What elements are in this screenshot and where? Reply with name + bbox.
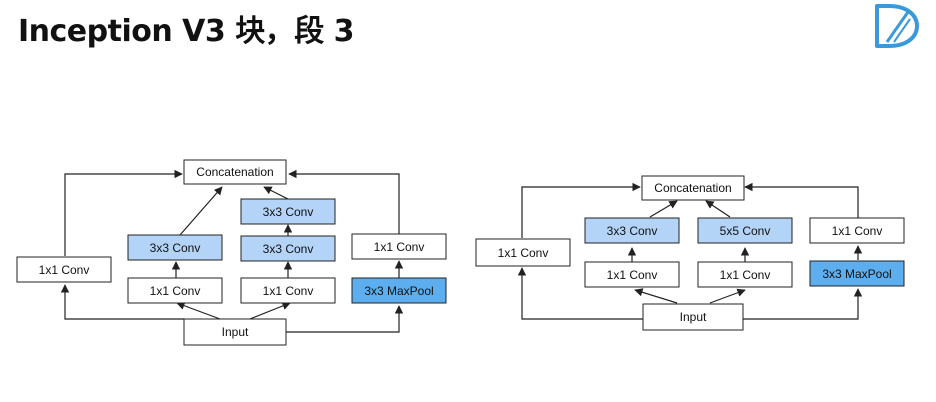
node-label: Concatenation (654, 181, 731, 195)
conv3x3-node: 3x3 Conv (584, 217, 680, 244)
conv3x3-node: 3x3 Conv (240, 198, 336, 225)
conv3x3-node: 3x3 Conv (240, 235, 336, 262)
node-label: 5x5 Conv (720, 224, 771, 238)
node-label: 3x3 Conv (150, 241, 201, 255)
node-label: 3x3 Conv (263, 205, 314, 219)
node-label: 3x3 Conv (607, 224, 658, 238)
left-edges (60, 169, 404, 333)
right-nodes: Concatenation 1x1 Conv 3x3 Conv 1x1 Conv… (475, 175, 905, 331)
edge (709, 288, 746, 304)
node-label: 3x3 MaxPool (364, 284, 433, 298)
node-label: 1x1 Conv (263, 284, 314, 298)
node-label: 1x1 Conv (498, 246, 549, 260)
conv1x1-node: 1x1 Conv (809, 217, 905, 244)
conv1x1-node: 1x1 Conv (127, 277, 223, 304)
edge (64, 169, 183, 256)
edge (286, 305, 404, 333)
node-label: 1x1 Conv (374, 240, 425, 254)
edge (521, 182, 641, 238)
concatenation-node: Concatenation (183, 159, 287, 185)
left-nodes: Concatenation 1x1 Conv 3x3 Conv 1x1 Conv… (16, 159, 447, 346)
edge (176, 301, 221, 320)
conv3x3-node: 3x3 Conv (127, 234, 223, 261)
maxpool-node: 3x3 MaxPool (351, 277, 447, 304)
conv1x1-node: 1x1 Conv (16, 256, 112, 283)
node-label: 3x3 Conv (263, 242, 314, 256)
edge (179, 186, 223, 236)
edge (634, 288, 678, 304)
diagram-left: Concatenation 1x1 Conv 3x3 Conv 1x1 Conv… (16, 159, 447, 346)
input-node: Input (183, 318, 287, 346)
node-label: Concatenation (196, 165, 273, 179)
maxpool-node: 3x3 MaxPool (809, 260, 905, 287)
node-label: 1x1 Conv (832, 224, 883, 238)
conv1x1-node: 1x1 Conv (697, 261, 793, 288)
diagram-right: Concatenation 1x1 Conv 3x3 Conv 1x1 Conv… (475, 175, 905, 331)
edge (249, 301, 291, 320)
edge (744, 182, 859, 218)
conv1x1-node: 1x1 Conv (584, 261, 680, 288)
edge (263, 186, 289, 200)
node-label: 1x1 Conv (39, 263, 90, 277)
edge (649, 200, 678, 218)
conv1x1-node: 1x1 Conv (240, 277, 336, 304)
d2l-logo-icon (875, 4, 919, 48)
conv1x1-node: 1x1 Conv (351, 233, 447, 260)
page-title: Inception V3 块，段 3 (18, 14, 355, 49)
right-edges (517, 182, 863, 320)
conv5x5-node: 5x5 Conv (697, 217, 793, 244)
node-label: Input (680, 310, 707, 324)
node-label: 1x1 Conv (607, 268, 658, 282)
edge (743, 288, 863, 320)
node-label: 1x1 Conv (720, 268, 771, 282)
input-node: Input (642, 303, 744, 331)
node-label: 1x1 Conv (150, 284, 201, 298)
edge (288, 169, 400, 234)
node-label: Input (222, 325, 249, 339)
conv1x1-node: 1x1 Conv (475, 238, 571, 267)
concatenation-node: Concatenation (641, 175, 745, 201)
edge (517, 267, 643, 320)
edge (705, 200, 731, 218)
node-label: 3x3 MaxPool (822, 267, 891, 281)
edge (60, 284, 184, 320)
